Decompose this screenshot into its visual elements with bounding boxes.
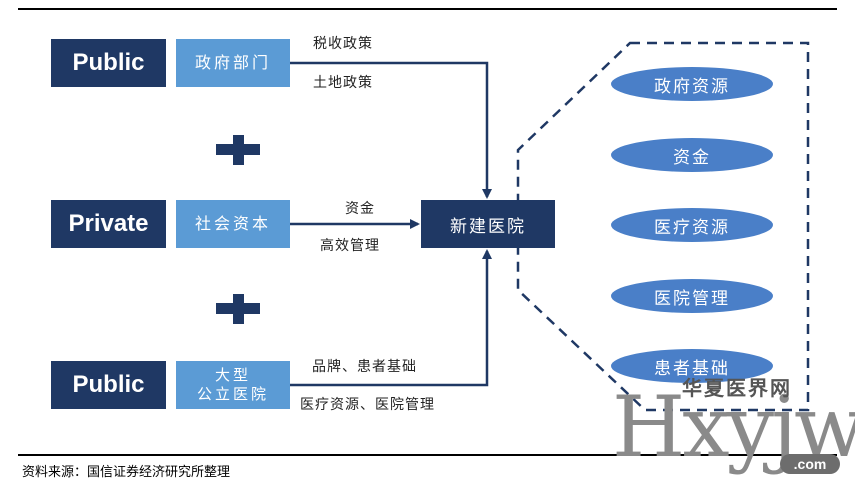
- label-medical-resources: 医疗资源、医院管理: [300, 397, 435, 413]
- social-capital-box: 社会资本: [176, 200, 290, 248]
- label-efficient-management: 高效管理: [320, 238, 380, 254]
- resource-ellipse: 医疗资源: [611, 208, 773, 242]
- top-rule: [18, 8, 837, 10]
- plus-icon: [216, 135, 260, 165]
- bottom-rule: [18, 454, 837, 456]
- public-sector-box-1: Public: [51, 39, 166, 87]
- arrow-top: [290, 61, 492, 199]
- resource-ellipse: 医院管理: [611, 279, 773, 313]
- label-land-policy: 土地政策: [313, 75, 373, 91]
- resource-ellipse: 患者基础: [611, 349, 773, 383]
- resource-ellipse: 资金: [611, 138, 773, 172]
- new-hospital-box: 新建医院: [421, 200, 555, 248]
- arrow-bottom: [290, 249, 492, 387]
- source-note: 资料来源：国信证券经济研究所整理: [22, 465, 231, 480]
- watermark-logo: Hxyjw 华夏医界网 .com: [612, 376, 855, 476]
- government-dept-box: 政府部门: [176, 39, 290, 87]
- label-brand-patients: 品牌、患者基础: [312, 359, 417, 375]
- label-tax-policy: 税收政策: [313, 36, 373, 52]
- private-sector-box: Private: [51, 200, 166, 248]
- public-hospital-box: 大型 公立医院: [176, 361, 290, 409]
- plus-icon: [216, 294, 260, 324]
- resource-ellipse: 政府资源: [611, 67, 773, 101]
- label-funds: 资金: [345, 201, 375, 217]
- dashed-frame: [516, 41, 810, 412]
- public-sector-box-2: Public: [51, 361, 166, 409]
